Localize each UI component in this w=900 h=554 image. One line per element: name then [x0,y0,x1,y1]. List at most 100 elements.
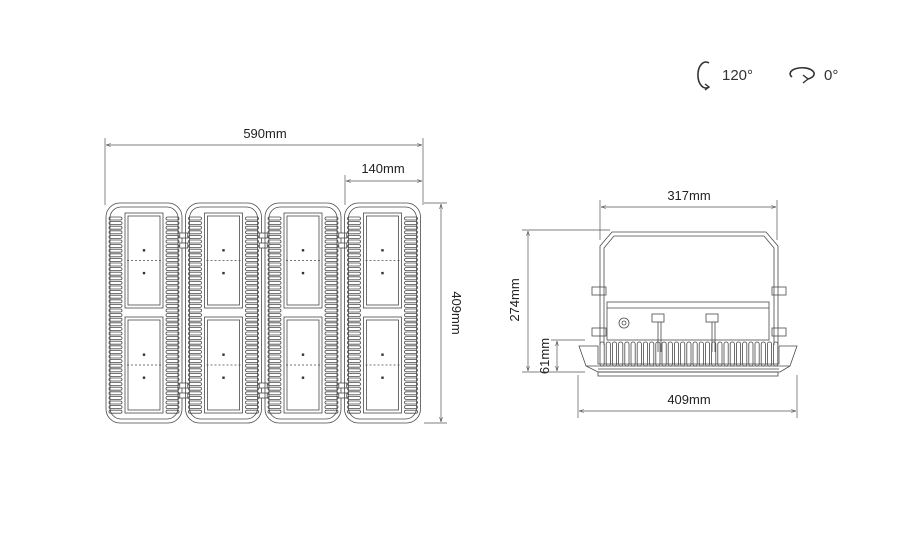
fin [324,303,339,308]
fin [245,377,259,382]
module-width-dimension: 140mm [344,161,422,205]
rotate-arrow-icon [789,66,815,84]
fin [188,285,202,290]
fin [324,253,339,258]
fin [245,313,259,318]
fin [347,308,361,313]
heatsink-fin [680,341,686,367]
fin [188,230,202,235]
bracket-width-dimension: 317mm [599,188,778,240]
fin [245,216,259,221]
total-height-label: 274mm [507,278,522,321]
fin [165,308,180,313]
fin [188,271,202,276]
fin [188,257,202,262]
fin [347,382,361,387]
fin [267,354,282,359]
fin [324,345,339,350]
heatsink-fin [599,341,605,367]
fin [108,290,123,295]
fin [404,290,418,295]
fin [267,230,282,235]
fin [267,395,282,400]
module-outline [264,202,342,424]
fin [347,391,361,396]
fin [188,391,202,396]
luminaire-module [344,202,421,424]
module-inner-outline [109,206,179,420]
fin [347,345,361,350]
fin [165,345,180,350]
fin [267,336,282,341]
fin [404,386,418,391]
fin [324,280,339,285]
led-panel [204,316,243,414]
fin [245,391,259,396]
heatsink-fin [736,341,742,367]
fin [188,354,202,359]
fin [267,340,282,345]
fin [347,303,361,308]
fin [165,267,180,272]
fin [267,225,282,230]
fin [404,317,418,322]
module-connector [179,242,189,249]
fin [245,359,259,364]
fin [165,294,180,299]
fin [404,234,418,239]
fin [108,294,123,299]
fin [165,271,180,276]
fin [188,267,202,272]
fin [165,244,180,249]
fin [165,400,180,405]
fin [347,363,361,368]
fin [165,248,180,253]
heatsink-fin [767,341,773,367]
fin [245,257,259,262]
front-view: 590mm 140mm 409mm [104,126,464,424]
fin [267,313,282,318]
fin [347,322,361,327]
fin [267,326,282,331]
led-dot [222,249,225,252]
fin [324,239,339,244]
fin [245,405,259,410]
heatsink-fin [748,341,754,367]
fin [347,221,361,226]
fin [347,331,361,336]
module-outline [185,202,262,424]
fin [108,400,123,405]
fin [245,239,259,244]
fin [245,349,259,354]
fin [267,308,282,313]
heatsink-fin [612,341,618,367]
led-dot [381,376,384,379]
side-view: 317mm 274mm 61mm 409mm [507,188,798,418]
fin [245,317,259,322]
fin [108,253,123,258]
fin [324,354,339,359]
fin [245,363,259,368]
fin [188,336,202,341]
fin [245,345,259,350]
fin [404,326,418,331]
fin [404,216,418,221]
fin [404,349,418,354]
heatsink-fin [667,341,673,367]
fin [347,239,361,244]
module-connector [258,392,268,399]
fin [347,359,361,364]
fin [245,326,259,331]
fin [245,368,259,373]
fin [165,234,180,239]
heatsink-fin [760,341,766,367]
led-panel [204,212,243,309]
fin [267,377,282,382]
fin [324,382,339,387]
fin [404,244,418,249]
fin [165,340,180,345]
fin [267,216,282,221]
fin [188,262,202,267]
fin [245,285,259,290]
